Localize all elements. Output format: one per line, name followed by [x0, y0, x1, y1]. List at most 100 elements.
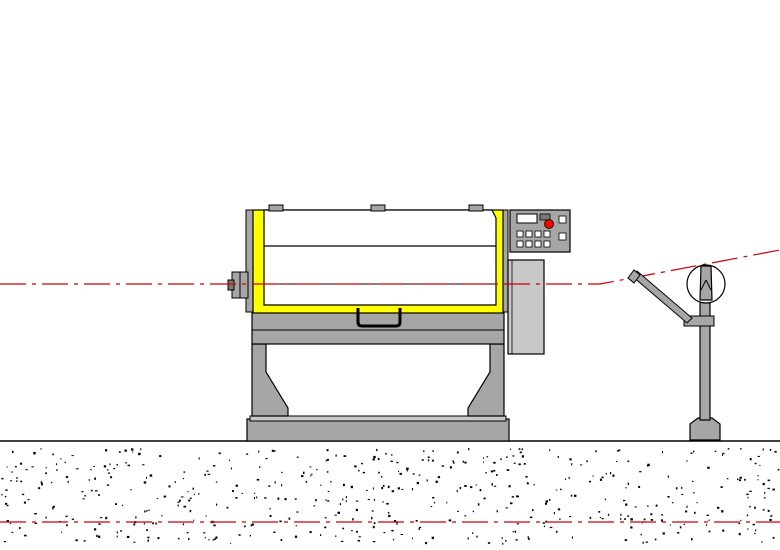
ground-speckle — [763, 497, 766, 499]
ground-speckle — [571, 463, 573, 466]
ground-speckle — [356, 530, 358, 533]
ground-speckle — [198, 493, 200, 495]
ground-speckle — [479, 489, 482, 492]
ground-speckle — [313, 505, 316, 507]
ground-speckle — [325, 459, 328, 462]
ground-speckle — [467, 537, 469, 540]
ground-speckle — [61, 531, 63, 533]
ground-speckle — [510, 448, 512, 450]
ground-speckle — [472, 532, 474, 534]
machine-leg-right — [467, 343, 505, 417]
ground-speckle — [418, 528, 420, 530]
ground-speckle — [16, 480, 18, 482]
ground-speckle — [385, 452, 387, 455]
ground-speckle — [33, 452, 36, 455]
ground-speckle — [193, 519, 195, 521]
ground-speckle — [56, 469, 58, 471]
ground-speckle — [586, 460, 588, 463]
ground-speckle — [610, 472, 612, 475]
ground-speckle — [372, 458, 375, 461]
ground-speckle — [309, 466, 312, 468]
ground-speckle — [510, 502, 513, 505]
ground-speckle — [203, 532, 206, 534]
ground-speckle — [641, 521, 643, 524]
ground-speckle — [34, 513, 37, 515]
ground-speckle — [163, 495, 167, 498]
ground-speckle — [523, 463, 526, 465]
ground-speckle — [490, 470, 493, 473]
ground-speckle — [183, 471, 186, 473]
bearing-housing-left — [227, 271, 249, 299]
ground-speckle — [320, 534, 322, 536]
ground-speckle — [569, 458, 572, 461]
ground-speckle — [371, 510, 374, 512]
indicator-light — [544, 219, 554, 229]
ground-speckle — [337, 511, 340, 514]
ground-speckle — [367, 498, 370, 500]
ground-speckle — [31, 466, 34, 468]
ground-speckle — [612, 474, 615, 477]
ground-speckle — [599, 517, 602, 519]
ground-speckle — [421, 459, 424, 461]
ground-speckle — [192, 487, 194, 490]
ground-speckle — [147, 536, 150, 539]
ground-speckle — [254, 492, 256, 494]
ground-speckle — [506, 456, 508, 458]
ground-speckle — [161, 515, 163, 517]
ground-speckle — [264, 497, 267, 499]
ground-speckle — [406, 467, 409, 470]
ground-speckle — [645, 541, 648, 543]
ground-speckle — [667, 496, 670, 498]
ground-speckle — [708, 519, 710, 521]
ground-speckle — [708, 530, 711, 533]
ground-speckle — [354, 465, 357, 468]
ground-speckle — [521, 448, 523, 451]
ground-speckle — [143, 522, 145, 525]
cover-top-tab-3 — [468, 204, 484, 212]
ground-speckle — [339, 503, 341, 506]
ground-speckle — [726, 478, 729, 480]
ground-speckle — [144, 510, 146, 513]
ground-speckle — [253, 496, 255, 500]
ground-speckle — [52, 507, 54, 510]
ground-speckle — [487, 542, 491, 544]
ground-speckle — [762, 509, 765, 511]
ground-speckle — [754, 462, 757, 465]
ground-speckle — [661, 514, 663, 516]
ground-speckle — [279, 520, 282, 523]
ground-speckle — [720, 486, 723, 488]
ground-speckle — [146, 510, 148, 512]
panel-button — [534, 230, 542, 238]
ground-speckle — [416, 481, 419, 485]
ground-speckle — [391, 454, 393, 456]
ground-speckle — [516, 523, 519, 525]
ground-speckle — [335, 454, 337, 457]
ground-speckle — [274, 481, 276, 484]
ground-speckle — [754, 506, 756, 509]
ground-speckle — [493, 470, 496, 472]
ground-speckle — [6, 520, 9, 522]
ground-speckle — [386, 502, 389, 505]
ground-speckle — [294, 498, 297, 500]
ground-speckle — [273, 531, 276, 533]
ground-speckle — [381, 486, 384, 490]
ground-speckle — [627, 482, 629, 485]
ground-speckle — [752, 523, 755, 526]
ground-speckle — [456, 451, 459, 454]
ground-speckle — [330, 481, 332, 483]
ground-speckle — [249, 535, 251, 537]
ground-speckle — [437, 476, 441, 479]
ground-speckle — [747, 496, 749, 499]
ground-speckle — [777, 468, 780, 471]
ground-speckle — [335, 535, 337, 537]
ground-speckle — [627, 515, 630, 517]
electrical-cabinet — [507, 259, 545, 355]
ground-speckle — [470, 486, 473, 489]
ground-speckle — [690, 452, 693, 454]
ground-speckle — [714, 450, 717, 452]
control-panel-icon — [509, 209, 571, 253]
ground-speckle — [521, 455, 524, 458]
ground-speckle — [215, 481, 218, 483]
ground-speckle — [244, 525, 246, 528]
